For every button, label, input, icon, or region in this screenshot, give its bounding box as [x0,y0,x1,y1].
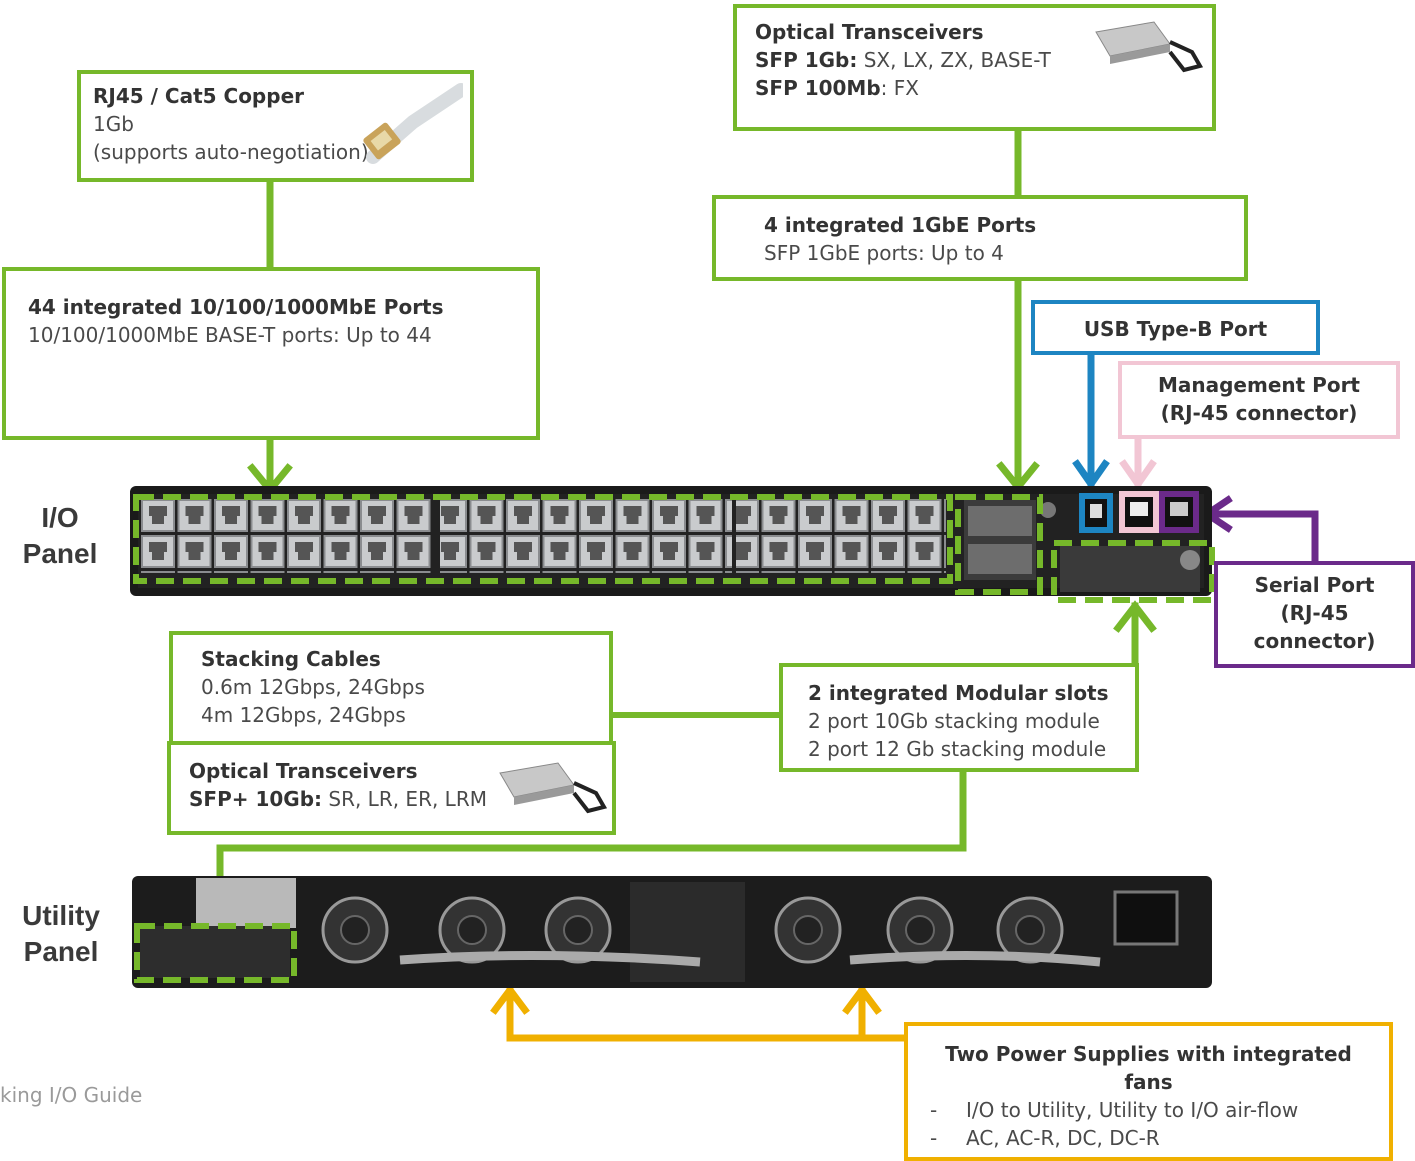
arrow-power [506,986,909,1042]
copper-ports-highlight [133,494,953,584]
utility-panel-label: Utility Panel [12,898,110,970]
copper-port-block-2 [440,498,732,573]
psu-handle-2 [849,950,1101,967]
optical-top-line-1: SFP 1Gb: SX, LX, ZX, BASE-T [755,46,1212,74]
power-supplies-title-line-2: fans [1124,1070,1173,1094]
io-panel-label-line-1: I/O [41,502,79,533]
stacking-cables-title: Stacking Cables [201,647,381,671]
copper-port-block-3 [736,498,946,573]
serial-port-line-2: (RJ-45 [1280,601,1349,625]
usb-port-title: USB Type-B Port [1083,317,1268,341]
modular-slots-line-2: 2 port 12 Gb stacking module [808,737,1107,761]
utility-panel-label-line-2: Panel [23,936,99,967]
ethernet-cable-icon [363,83,463,164]
io-panel-label: I/O Panel [14,500,106,572]
modular-slots-title: 2 integrated Modular slots [808,681,1109,705]
management-port-line-1: Management Port [1157,373,1360,397]
power-supplies-item-1: -I/O to Utility, Utility to I/O air-flow [930,1098,1299,1122]
usb-port-callout: USB Type-B Port [1031,300,1320,355]
sfp-ports-callout: 4 integrated 1GbE Ports SFP 1GbE ports: … [712,195,1248,281]
arrow-power-head-1 [490,984,530,1015]
psu-handle-1 [399,950,701,967]
power-supplies-item-2: -AC, AC-R, DC, DC-R [930,1126,1160,1150]
optical-bottom-line-1-text: SR, LR, ER, LRM [322,787,487,811]
optical-bottom-line-1-label: SFP+ 10Gb: [189,787,323,811]
rj45-callout: RJ45 / Cat5 Copper 1Gb (supports auto-ne… [77,70,474,182]
arrow-management-head [1119,459,1157,491]
modular-slots-callout: 2 integrated Modular slots 2 port 10Gb s… [779,663,1139,772]
power-inlet [1113,890,1179,946]
sfp-ports-title: 4 integrated 1GbE Ports [764,213,1037,237]
sfp-ports-detail: SFP 1GbE ports: Up to 4 [764,241,1004,265]
utility-slot-highlight [134,923,297,983]
modular-slots-line-1: 2 port 10Gb stacking module [808,709,1100,733]
copper-ports-title: 44 integrated 10/100/1000MbE Ports [28,295,444,319]
optical-transceivers-top-callout: Optical Transceivers SFP 1Gb: SX, LX, ZX… [733,4,1216,131]
io-panel-label-line-2: Panel [22,538,98,569]
rj45-title: RJ45 / Cat5 Copper [93,84,304,108]
stacking-cables-callout: Stacking Cables 0.6m 12Gbps, 24Gbps 4m 1… [169,631,613,746]
stacking-cables-line-1: 0.6m 12Gbps, 24Gbps [201,675,425,699]
management-port [1119,491,1159,533]
optical-top-line-1-text: SX, LX, ZX, BASE-T [857,48,1051,72]
optical-transceivers-bottom-callout: Optical Transceivers SFP+ 10Gb: SR, LR, … [167,741,616,835]
optical-top-line-2: SFP 100Mb: FX [755,74,1212,102]
sfp-plus-transceiver-icon [499,762,608,814]
utility-panel-label-line-1: Utility [22,900,100,931]
rj45-note: (supports auto-negotiation) [93,140,369,164]
arrow-serial [1203,510,1319,567]
sfp-ports-highlight [955,494,1043,595]
serial-port-line-1: Serial Port [1254,573,1375,597]
arrow-usb-head [1072,459,1110,491]
optical-top-line-1-label: SFP 1Gb: [755,48,858,72]
power-supplies-item-2-text: AC, AC-R, DC, DC-R [966,1126,1160,1150]
arrow-power-head-2 [842,984,882,1015]
footer-guide-title: king I/O Guide [0,1083,143,1107]
optical-top-title: Optical Transceivers [755,20,984,44]
copper-ports-callout: 44 integrated 10/100/1000MbE Ports 10/10… [2,267,540,440]
copper-ports-detail: 10/100/1000MbE BASE-T ports: Up to 44 [28,323,432,347]
power-supplies-title-line-1: Two Power Supplies with integrated [945,1042,1352,1066]
io-module-slot [1060,546,1200,592]
power-supplies-item-1-text: I/O to Utility, Utility to I/O air-flow [966,1098,1299,1122]
copper-port-block-1 [140,498,432,573]
sfp-transceiver-icon [1095,21,1204,73]
utility-plate [196,878,296,928]
management-port-line-2: (RJ-45 connector) [1160,401,1358,425]
arrow-modular-head [1113,600,1157,633]
optical-bottom-line-1: SFP+ 10Gb: SR, LR, ER, LRM [189,785,612,813]
optical-top-line-2-label: SFP 100Mb [755,76,881,100]
serial-port-callout: Serial Port (RJ-45 connector) [1214,561,1415,668]
serial-port-line-3: connector) [1253,629,1376,653]
management-port-callout: Management Port (RJ-45 connector) [1118,361,1400,439]
optical-bottom-title: Optical Transceivers [189,759,418,783]
rj45-speed: 1Gb [93,112,134,136]
optical-top-line-2-text: : FX [880,76,919,100]
power-supplies-callout: Two Power Supplies with integrated fans … [904,1022,1393,1161]
stacking-cables-line-2: 4m 12Gbps, 24Gbps [201,703,406,727]
